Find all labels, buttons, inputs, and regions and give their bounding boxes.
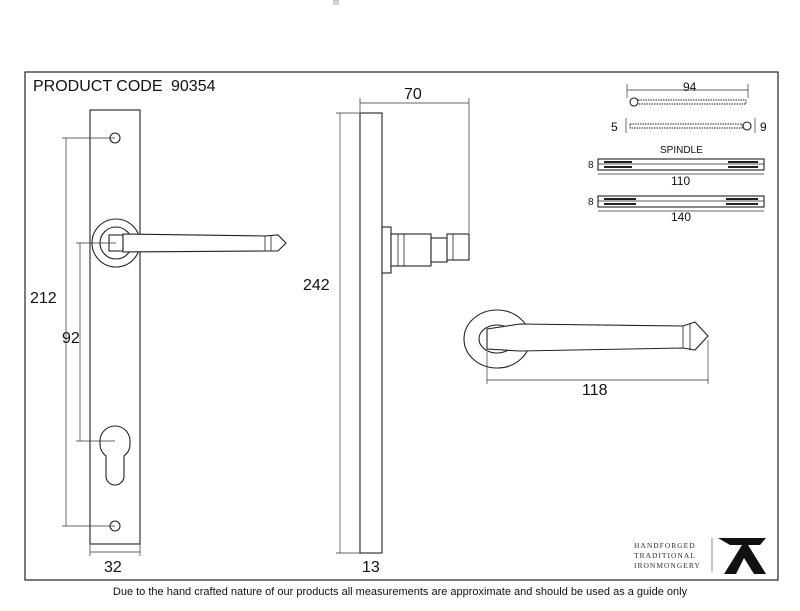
spindle-dia-9: 9: [760, 120, 767, 134]
anvil-A-icon: [718, 538, 766, 574]
side-spindle-boss: [430, 237, 448, 263]
spindle-bar-140: [597, 195, 765, 208]
side-view: [359, 112, 470, 554]
bar1-length: 110: [671, 174, 690, 188]
logo-line-1: HANDFORGED: [634, 541, 696, 550]
spindle-detail: [597, 84, 765, 212]
front-dimensions: [62, 137, 141, 556]
product-code-label: PRODUCT CODE: [33, 78, 163, 95]
side-backplate: [359, 112, 383, 554]
dim-92: 92: [62, 330, 80, 347]
side-lever-end: [446, 233, 470, 261]
spindle-dia-5: 5: [611, 120, 618, 134]
front-view: [89, 109, 287, 545]
dim-32: 32: [104, 559, 122, 576]
dim-13: 13: [362, 559, 380, 576]
top-mark: [333, 0, 339, 5]
dim-118: 118: [582, 382, 608, 399]
spindle-title: SPINDLE: [660, 145, 703, 156]
lever-profile: [486, 321, 709, 352]
lever-dimensions: [486, 340, 709, 384]
lever-view: [463, 309, 709, 369]
bar2-length: 140: [671, 210, 691, 224]
spindle-shaft-top: [637, 99, 747, 105]
logo-line-3: IRONMONGERY: [634, 561, 701, 570]
disclaimer-footer: Due to the hand crafted nature of our pr…: [112, 586, 688, 598]
spindle-tail: [742, 121, 752, 131]
dim-242: 242: [303, 277, 330, 294]
product-code-value: 90354: [171, 78, 216, 95]
dim-70: 70: [404, 86, 422, 103]
side-rose: [381, 226, 392, 274]
spindle-bar-110: [597, 158, 765, 171]
drawing-frame: [24, 71, 779, 581]
spindle-length-94: 94: [683, 80, 697, 94]
dim-212: 212: [30, 290, 57, 307]
logo-line-2: TRADITIONAL: [634, 551, 696, 560]
spindle-head: [629, 97, 639, 107]
spindle-shaft-bottom: [629, 123, 743, 129]
bar1-size: 8: [588, 160, 594, 171]
lever-handle: [122, 233, 287, 253]
logo: HANDFORGED TRADITIONAL IRONMONGERY: [634, 538, 766, 574]
side-neck: [390, 233, 432, 267]
side-dimensions: [336, 98, 470, 554]
bar2-size: 8: [588, 197, 594, 208]
